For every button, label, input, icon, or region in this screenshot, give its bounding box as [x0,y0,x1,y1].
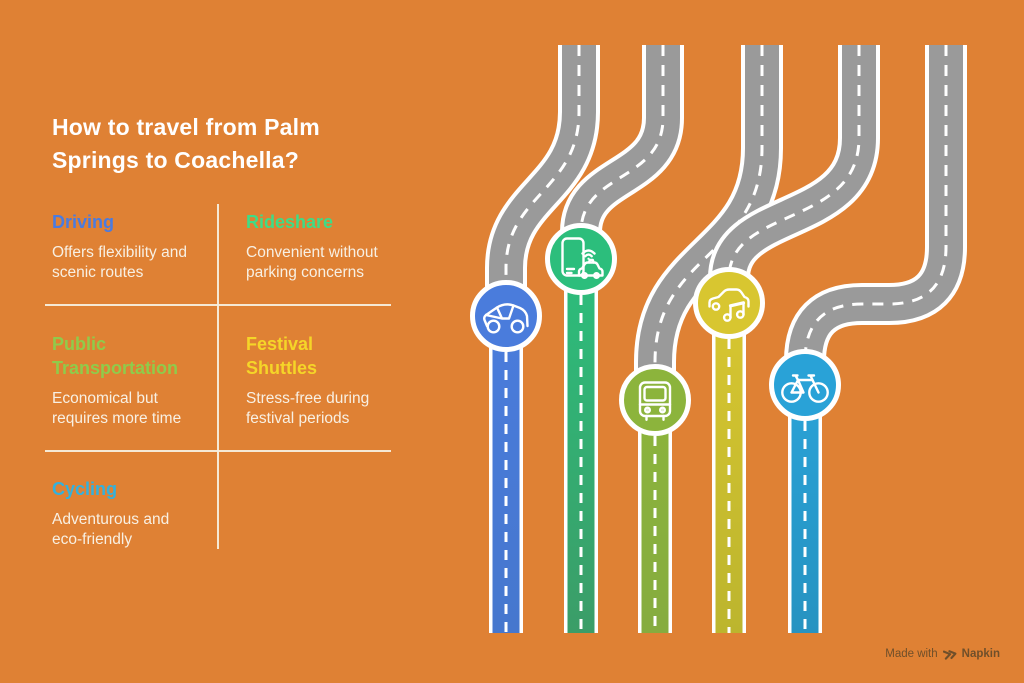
option-heading-public-transportation: Public Transportation [52,334,179,378]
gray-road-driving [485,45,600,316]
attribution-prefix: Made with [885,648,938,660]
grid-divider-horizontal-1 [45,304,391,306]
option-cell-cycling: Cycling Adventurous and eco-friendly [52,477,192,550]
option-cell-driving: Driving Offers flexibility and scenic ro… [52,210,214,283]
option-description-driving: Offers flexibility and scenic routes [52,244,187,281]
option-cell-public-transportation: Public Transportation Economical but req… [52,332,222,429]
page-title: How to travel from Palm Springs to Coach… [52,114,320,173]
gray-road-cycling [784,45,967,385]
rideshare-badge [545,223,617,295]
shuttle-music-icon [708,288,750,322]
gray-road-public-transportation [634,45,783,400]
option-cell-festival-shuttles: Festival Shuttles Stress-free during fes… [246,332,396,429]
gray-road-rideshare [560,45,684,259]
rideshare-app-icon [561,237,604,279]
festival-shuttles-badge [693,267,765,339]
grid-divider-horizontal-2 [45,450,391,452]
napkin-logo-icon [942,649,957,660]
grid-divider-vertical [217,204,219,549]
car-icon [483,303,529,334]
option-heading-cycling: Cycling [52,479,118,499]
option-heading-festival-shuttles: Festival Shuttles [246,334,318,378]
option-description-festival-shuttles: Stress-free during festival periods [246,390,370,427]
made-with-napkin-link[interactable]: Made with Napkin [885,646,1000,662]
public-transportation-badge [619,364,691,436]
option-description-cycling: Adventurous and eco-friendly [52,511,170,548]
cycling-badge [769,349,841,421]
option-description-rideshare: Convenient without parking concerns [246,244,378,281]
option-heading-rideshare: Rideshare [246,212,334,232]
option-description-public-transportation: Economical but requires more time [52,390,182,427]
driving-badge [470,280,542,352]
bicycle-icon [781,374,829,403]
option-cell-rideshare: Rideshare Convenient without parking con… [246,210,396,283]
bus-icon [638,381,672,421]
option-heading-driving: Driving [52,212,115,232]
attribution-brand: Napkin [961,648,1000,660]
gray-road-festival-shuttles [708,45,880,303]
